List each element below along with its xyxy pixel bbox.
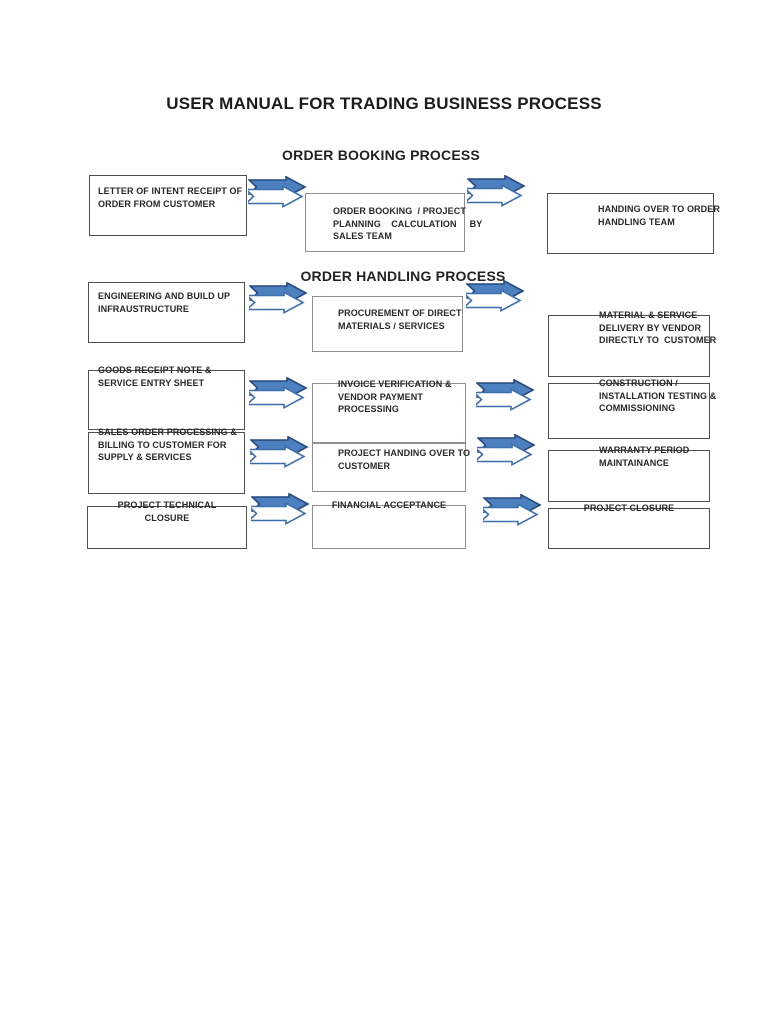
flow-box-sales-order: SALES ORDER PROCESSING & BILLING TO CUST… xyxy=(88,427,245,494)
flow-box-label: HANDING OVER TO ORDER HANDLING TEAM xyxy=(598,204,720,227)
flow-arrow-icon xyxy=(248,176,308,210)
flow-box-procurement: PROCUREMENT OF DIRECT MATERIALS / SERVIC… xyxy=(312,296,463,352)
section-heading-order-booking: ORDER BOOKING PROCESS xyxy=(282,147,480,163)
flow-box-label: PROJECT HANDING OVER TO CUSTOMER xyxy=(338,448,471,471)
flow-box-invoice-verification: INVOICE VERIFICATION & VENDOR PAYMENT PR… xyxy=(312,379,466,443)
flow-box-label: PROJECT CLOSURE xyxy=(583,503,675,513)
flow-box-material-delivery: MATERIAL & SERVICE DELIVERY BY VENDOR DI… xyxy=(548,310,716,377)
flow-arrow-icon xyxy=(249,282,309,316)
page-title: USER MANUAL FOR TRADING BUSINESS PROCESS xyxy=(166,94,602,113)
flow-box-label: PROJECT TECHNICAL CLOSURE xyxy=(117,500,217,523)
flow-box-warranty: WARRANTY PERIOD MAINTAINANCE xyxy=(548,445,710,502)
flow-box-goods-receipt: GOODS RECEIPT NOTE & SERVICE ENTRY SHEET xyxy=(88,365,245,430)
flow-box-label: ENGINEERING AND BUILD UP INFRAUSTRUCTURE xyxy=(98,291,231,314)
flow-box-handing-over: HANDING OVER TO ORDER HANDLING TEAM xyxy=(547,193,720,254)
flow-box-label: LETTER OF INTENT RECEIPT OF ORDER FROM C… xyxy=(98,186,243,209)
flow-arrow-icon xyxy=(251,493,311,527)
section-heading-order-handling: ORDER HANDLING PROCESS xyxy=(300,268,506,284)
flow-box-financial-acceptance: FINANCIAL ACCEPTANCE xyxy=(312,500,466,549)
flow-box-project-closure: PROJECT CLOSURE xyxy=(548,503,710,549)
flow-arrow-icon xyxy=(467,175,527,209)
flow-arrow-icon xyxy=(477,434,537,468)
flow-arrow-icon xyxy=(249,377,309,411)
flow-box-label: WARRANTY PERIOD MAINTAINANCE xyxy=(599,445,690,468)
flow-box-label: PROCUREMENT OF DIRECT MATERIALS / SERVIC… xyxy=(338,308,462,331)
flow-box-engineering: ENGINEERING AND BUILD UP INFRAUSTRUCTURE xyxy=(88,282,245,343)
flow-box-label: GOODS RECEIPT NOTE & SERVICE ENTRY SHEET xyxy=(98,365,212,388)
flow-box-label: FINANCIAL ACCEPTANCE xyxy=(331,500,447,510)
flow-arrow-icon xyxy=(483,494,543,528)
flow-arrow-icon xyxy=(476,379,536,413)
flow-box-letter-of-intent: LETTER OF INTENT RECEIPT OF ORDER FROM C… xyxy=(89,175,247,236)
flow-box-label: INVOICE VERIFICATION & VENDOR PAYMENT PR… xyxy=(338,379,452,414)
flow-box-technical-closure: PROJECT TECHNICAL CLOSURE xyxy=(87,500,247,549)
flow-box-label: MATERIAL & SERVICE DELIVERY BY VENDOR DI… xyxy=(599,310,717,345)
flow-arrow-icon xyxy=(466,280,526,314)
flow-box-label: SALES ORDER PROCESSING & BILLING TO CUST… xyxy=(98,427,237,462)
flow-arrow-icon xyxy=(250,436,310,470)
flow-box-label: CONSTRUCTION / INSTALLATION TESTING & CO… xyxy=(599,378,717,413)
flow-box-project-handing-over: PROJECT HANDING OVER TO CUSTOMER xyxy=(312,443,470,492)
flow-box-order-booking: ORDER BOOKING / PROJECT PLANNING CALCULA… xyxy=(305,193,482,252)
flow-box-construction: CONSTRUCTION / INSTALLATION TESTING & CO… xyxy=(548,378,716,439)
flow-box-label: ORDER BOOKING / PROJECT PLANNING CALCULA… xyxy=(333,206,483,241)
